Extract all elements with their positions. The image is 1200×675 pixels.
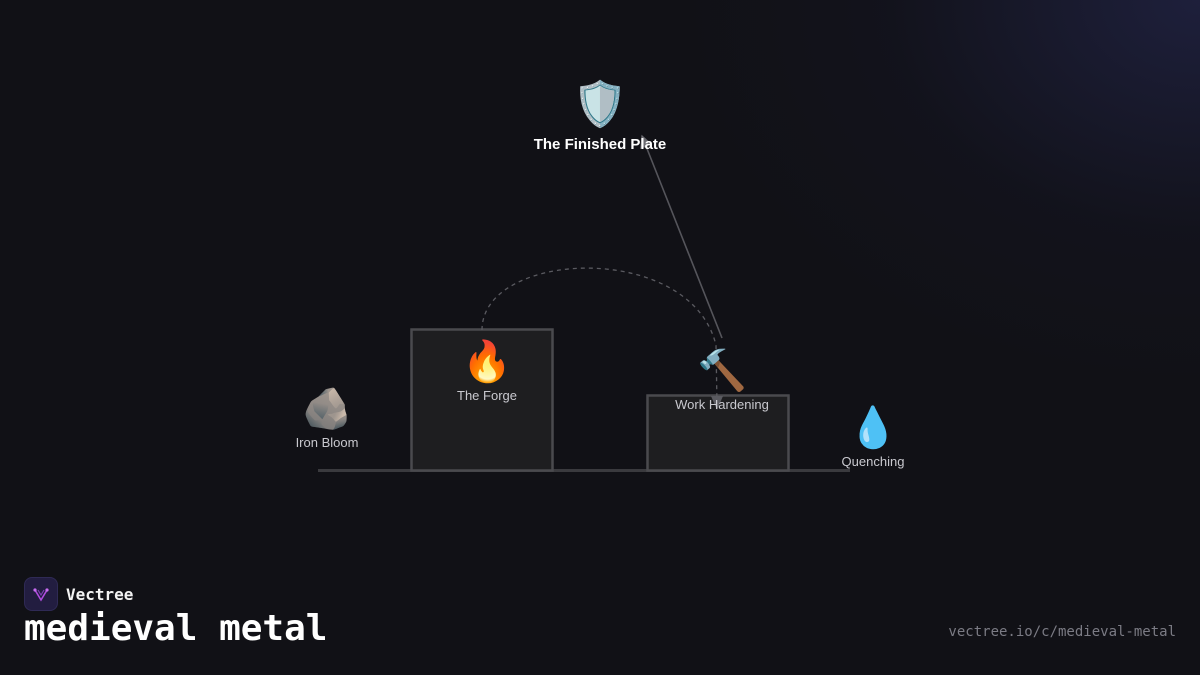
node-label: The Finished Plate: [533, 136, 667, 153]
node-finished-plate: 🛡️ The Finished Plate: [534, 78, 667, 153]
finish-arrow: [640, 134, 723, 339]
page-title: medieval metal: [24, 608, 328, 649]
node-label: Work Hardening: [675, 397, 769, 412]
node-work-hardening: 🔨 Work Hardening: [675, 347, 769, 412]
node-forge: 🔥 The Forge: [457, 338, 517, 403]
brand-name: Vectree: [66, 584, 134, 604]
shield-icon: 🛡️: [572, 80, 628, 129]
node-label: Iron Bloom: [295, 435, 359, 450]
node-iron-bloom: 🪨 Iron Bloom: [296, 385, 359, 450]
dashed-transfer-arc: [481, 267, 718, 406]
page-url[interactable]: vectree.io/c/medieval-metal: [948, 624, 1176, 640]
hammer-icon: 🔨: [697, 349, 747, 393]
vectree-logo-icon: [24, 577, 58, 611]
dashed-arc-arrowhead: [711, 396, 723, 410]
work-hardening-block: [646, 394, 790, 472]
node-quenching: 💧 Quenching: [842, 404, 905, 469]
brand[interactable]: Vectree: [24, 577, 133, 611]
water-drop-icon: 💧: [848, 406, 898, 450]
node-label: Quenching: [841, 454, 905, 469]
forge-block: [410, 328, 554, 472]
rock-icon: 🪨: [302, 387, 352, 431]
fire-icon: 🔥: [462, 340, 512, 384]
node-label: The Forge: [457, 388, 517, 403]
